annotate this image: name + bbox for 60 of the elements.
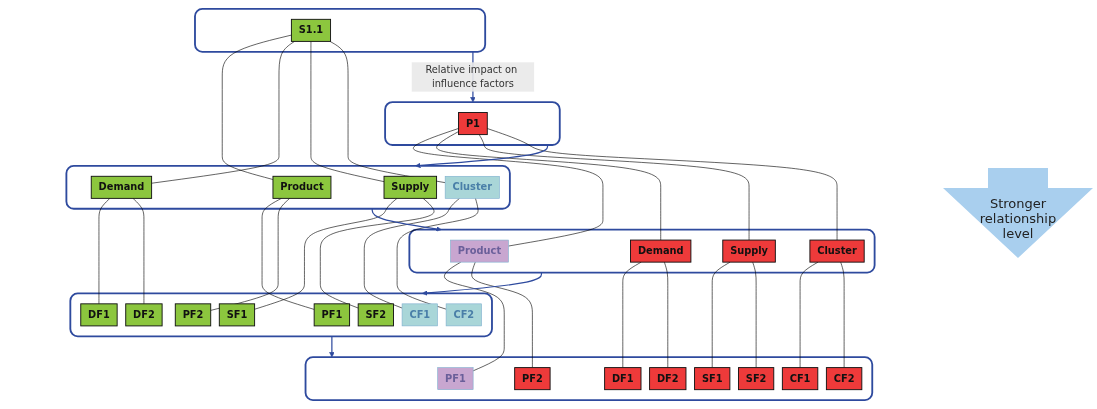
node-box: DF2: [125, 303, 163, 327]
cluster: [65, 164, 511, 210]
connector: [444, 261, 505, 372]
node-box: PF1: [437, 367, 474, 390]
node-box: CF2: [445, 303, 482, 327]
node-box: SF2: [738, 367, 775, 391]
cluster: [194, 8, 487, 53]
connector: [622, 261, 642, 368]
connector: [254, 198, 398, 310]
node-box: P1: [458, 112, 488, 136]
arrow: [371, 208, 442, 232]
connector: [711, 261, 731, 368]
node-box: Cluster: [444, 176, 500, 199]
arrow-label: Stronger relationship level: [978, 196, 1058, 241]
connector: [486, 128, 838, 241]
node-box: Demand: [630, 239, 692, 263]
connector: [396, 198, 479, 310]
node-box: SF1: [694, 367, 731, 391]
arrow: [422, 271, 543, 296]
node-box: CF1: [401, 303, 438, 327]
node-box: SF1: [218, 303, 256, 327]
connector: [261, 198, 315, 310]
arrow: [415, 144, 549, 169]
cluster: [384, 101, 561, 146]
connector: [320, 198, 435, 309]
node-box: Product: [450, 239, 509, 263]
node-box: PF2: [514, 367, 551, 391]
cluster: [304, 356, 874, 401]
connector: [478, 134, 750, 241]
node-box: CF2: [825, 367, 863, 391]
connector: [799, 261, 819, 368]
connector: [310, 41, 385, 182]
connector: [752, 261, 757, 368]
arrow: [329, 335, 335, 358]
node-box: Demand: [90, 175, 153, 199]
node-box: PF2: [174, 303, 212, 327]
cluster: [408, 228, 876, 274]
connector: [132, 198, 145, 305]
node-box: DF1: [604, 367, 642, 391]
connector: [840, 261, 845, 368]
connector: [98, 198, 111, 305]
node-box: CF1: [781, 367, 819, 391]
node-box: S1.1: [290, 18, 331, 42]
node-box: Supply: [722, 239, 776, 263]
connector: [664, 261, 669, 368]
connector: [436, 131, 662, 241]
node-box: PF1: [313, 303, 351, 327]
node-box: SF2: [357, 303, 394, 327]
node-box: DF2: [649, 367, 687, 391]
node-box: DF1: [80, 303, 118, 327]
node-box: Cluster: [809, 239, 865, 263]
connector: [221, 34, 292, 180]
connector: [471, 261, 533, 368]
connector: [151, 41, 295, 184]
node-box: Product: [272, 175, 332, 199]
connector: [413, 128, 604, 247]
cluster: [69, 292, 493, 338]
connector: [363, 198, 460, 309]
node-box: Supply: [383, 175, 438, 199]
edge-label: Relative impact on influence factors: [425, 63, 518, 90]
